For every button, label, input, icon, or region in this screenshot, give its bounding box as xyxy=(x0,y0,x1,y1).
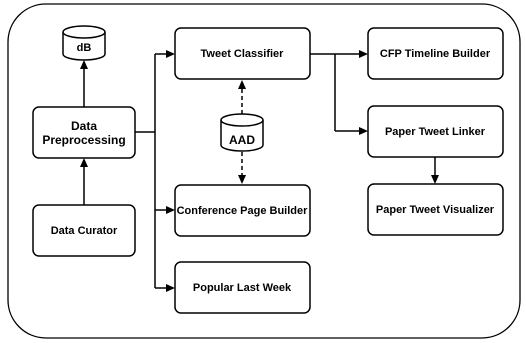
paper-tweet-visualizer-label: Paper Tweet Visualizer xyxy=(376,204,495,216)
paper-tweet-visualizer-node: Paper Tweet Visualizer xyxy=(367,183,504,236)
db-label: dB xyxy=(77,42,92,54)
db-cylinder: dB xyxy=(62,25,106,61)
data-preprocessing-label-line1: Data xyxy=(71,119,97,133)
paper-tweet-linker-node: Paper Tweet Linker xyxy=(367,105,504,158)
cfp-timeline-builder-label: CFP Timeline Builder xyxy=(380,48,491,60)
data-preprocessing-node: Data Preprocessing xyxy=(32,106,136,159)
edge-aad-to-conference-page-builder xyxy=(238,152,246,184)
data-curator-label: Data Curator xyxy=(51,225,118,237)
data-preprocessing-label-line2: Preprocessing xyxy=(42,133,125,147)
edge-to-paper-tweet-linker xyxy=(334,54,368,135)
edge-preprocessing-to-db xyxy=(80,60,88,107)
edge-curator-to-preprocessing xyxy=(80,158,88,205)
aad-label: AAD xyxy=(229,133,255,147)
edge-to-tweet-classifier xyxy=(155,50,175,58)
edge-preprocessing-trunk xyxy=(135,54,156,288)
popular-last-week-node: Popular Last Week xyxy=(174,261,311,314)
edge-to-paper-tweet-visualizer xyxy=(431,157,439,184)
edge-to-popular-last-week xyxy=(155,284,175,292)
tweet-classifier-node: Tweet Classifier xyxy=(174,27,311,80)
conference-page-builder-node: Conference Page Builder xyxy=(174,184,311,237)
data-curator-node: Data Curator xyxy=(32,204,136,257)
tweet-classifier-label: Tweet Classifier xyxy=(201,48,285,60)
aad-cylinder: AAD xyxy=(220,113,264,152)
conference-page-builder-label: Conference Page Builder xyxy=(177,205,309,217)
popular-last-week-label: Popular Last Week xyxy=(193,282,292,294)
cfp-timeline-builder-node: CFP Timeline Builder xyxy=(367,27,504,80)
edge-to-cfp-timeline-builder xyxy=(310,50,368,58)
edge-aad-to-tweet-classifier xyxy=(238,80,246,114)
paper-tweet-linker-label: Paper Tweet Linker xyxy=(385,126,486,138)
outer-frame xyxy=(7,3,521,339)
edge-to-conference-page-builder xyxy=(155,206,175,214)
